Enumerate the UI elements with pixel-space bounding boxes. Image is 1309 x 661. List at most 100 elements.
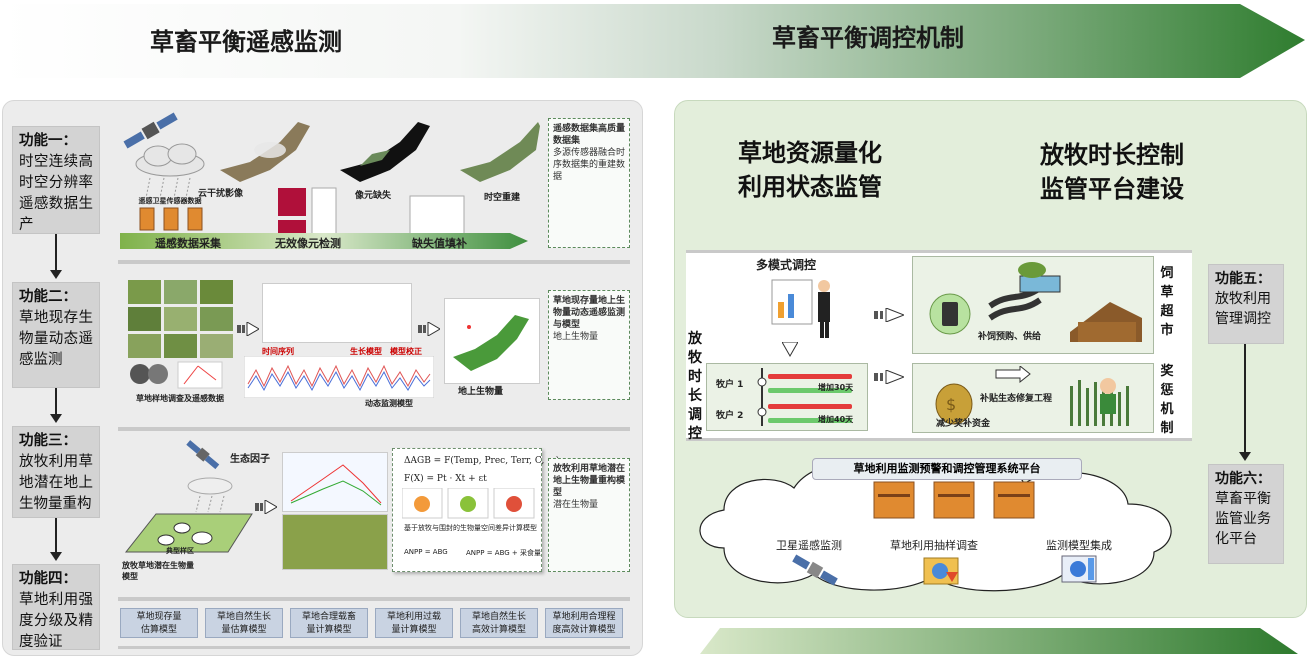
function-five-title: 功能五： <box>1215 271 1271 287</box>
down-arrow-icon <box>782 342 798 358</box>
time-series-chart <box>244 356 434 398</box>
flow-arrow-line <box>55 388 57 416</box>
function-five-box: 功能五： 放牧利用管理调控 <box>1208 264 1284 344</box>
row3-illustration <box>124 440 253 553</box>
region-label: 典型样区 <box>166 547 194 555</box>
presenter-icon <box>771 279 830 338</box>
tag-time-series: 时间序列 <box>262 347 294 356</box>
row2-output-title: 草地现存量地上生物量动态遥感监测与模型 <box>553 296 626 330</box>
equation-note: 基于放牧与围封的生物量空间差异计算模型 <box>404 524 537 532</box>
eco-factor-label: 生态因子 <box>230 454 270 465</box>
biomass-map <box>444 298 540 384</box>
reward-label: 减少奖补资金 <box>936 419 991 429</box>
platform-item-satellite: 卫星遥感监测 <box>776 539 842 552</box>
equation-thumbnails <box>402 488 535 519</box>
platform-title: 草地利用监测预警和调控管理系统平台 <box>812 458 1082 480</box>
right-arrow-icon <box>874 370 904 384</box>
platform-item-models: 监测模型集成 <box>1046 539 1112 552</box>
curve-label: 动态监测模型 <box>365 399 413 408</box>
model-box: 草地自然生长 量估算模型 <box>205 608 283 638</box>
title-resource-monitor: 草地资源量化 利用状态监管 <box>738 139 882 201</box>
folder-globe-icon <box>923 557 959 585</box>
sample-thumbnails <box>130 361 223 389</box>
right-arrow-icon <box>255 500 277 514</box>
grazing-time-label: 放牧时长调控 <box>688 331 702 442</box>
function-two-box: 功能二： 草地现存生物量动态遥感监测 <box>12 282 100 388</box>
photo-label: 草地样地调查及遥感数据 <box>136 394 224 403</box>
equation-2: F(X) = Pt · Xt + εt <box>404 474 487 484</box>
step-fill: 缺失值填补 <box>412 237 467 250</box>
platform-item-survey: 草地利用抽样调查 <box>890 539 978 552</box>
flow-arrow-line <box>55 518 57 554</box>
bottom-green-arrow <box>700 628 1298 654</box>
row2-output-box: 草地现存量地上生物量动态遥感监测与模型 地上生物量 <box>548 290 630 400</box>
row-separator <box>118 427 630 431</box>
right-arrow-icon <box>237 322 259 336</box>
function-four-title: 功能四： <box>19 571 77 587</box>
satellite-icon <box>123 112 178 149</box>
herd1-label: 牧户 1 <box>716 380 744 390</box>
equation-1: ΔAGB = F(Temp, Prec, Terr, C, ···) <box>404 456 560 466</box>
model-box: 草地现存量 估算模型 <box>120 608 198 638</box>
function-three-title: 功能三： <box>19 433 77 449</box>
function-four-box: 功能四： 草地利用强度分级及精度验证 <box>12 564 100 650</box>
response-curve-chart <box>282 452 388 512</box>
reward-sub: 补贴生态修复工程 <box>980 394 1053 404</box>
row-separator <box>118 646 630 649</box>
region-map-gaps <box>340 122 430 182</box>
row-separator <box>686 438 1192 441</box>
svg-text:$: $ <box>946 395 956 414</box>
platform-servers <box>873 481 1035 519</box>
row2-output-item: 地上生物量 <box>553 332 599 342</box>
herd2-note: 增加40天 <box>818 415 854 424</box>
satellite-icon <box>792 554 838 586</box>
herd-bars <box>757 368 852 426</box>
function-two-title: 功能二： <box>19 289 77 305</box>
function-one-body: 时空连续高时空分辨率遥感数据生产 <box>19 154 93 233</box>
model-box: 草地合理载畜 量计算模型 <box>290 608 368 638</box>
flow-arrow-line <box>1244 344 1246 454</box>
model-box: 草地自然生长 高效计算模型 <box>460 608 538 638</box>
market-label: 补饲预购、供给 <box>978 332 1042 342</box>
row1-output-box: 遥感数据集高质量数据集 多源传感器融合时序数据集的重建数据 <box>548 118 630 248</box>
gap-label: 像元缺失 <box>355 191 392 201</box>
function-three-box: 功能三： 放牧利用草地潜在地上生物量重构 <box>12 426 100 518</box>
banner-title-left: 草畜平衡遥感监测 <box>150 28 342 56</box>
flow-arrow-head <box>1239 452 1251 461</box>
reward-mechanism-label: 奖惩机制 <box>1160 364 1174 436</box>
function-six-body: 草畜平衡监管业务化平台 <box>1215 491 1271 547</box>
clear-label: 时空重建 <box>484 193 521 203</box>
histogram-thumbnail <box>311 187 337 239</box>
flow-arrow-head <box>50 552 62 561</box>
title-grazing-platform: 放牧时长控制 监管平台建设 <box>1040 141 1184 203</box>
cloud-icon <box>187 477 233 495</box>
platform-cloud <box>699 459 1172 592</box>
region-map-cloudy <box>220 122 310 182</box>
satellite-icon <box>186 440 220 470</box>
market-illustration <box>929 262 1142 342</box>
model-monitor-icon <box>1061 555 1097 583</box>
row3-output-box: 放牧利用草地潜在地上生物量重构模型 潜在生物量 <box>548 458 630 572</box>
function-five-body: 放牧利用管理调控 <box>1215 291 1271 327</box>
cloud-image-label: 云干扰影像 <box>198 189 244 199</box>
banner-title-right: 草畜平衡调控机制 <box>772 24 964 52</box>
function-three-body: 放牧利用草地潜在地上生物量重构 <box>19 454 93 512</box>
row-separator <box>118 260 630 264</box>
model-box: 草地利用过载 量计算模型 <box>375 608 453 638</box>
model-box: 草地利用合理程 度高效计算模型 <box>545 608 623 638</box>
function-two-body: 草地现存生物量动态遥感监测 <box>19 310 93 368</box>
row1-output-item: 多源传感器融合时序数据集的重建数据 <box>553 148 626 182</box>
reward-illustration: $ <box>935 366 1129 426</box>
raster-thumbnail <box>278 188 306 216</box>
function-six-title: 功能六： <box>1215 471 1271 487</box>
right-arrow-icon <box>874 308 904 322</box>
tag-growth: 生长模型 <box>350 347 382 356</box>
row3-output-item: 潜在生物量 <box>553 500 599 510</box>
tag-calibrate: 模型校正 <box>390 347 422 356</box>
row-separator <box>686 250 1192 253</box>
server-icons <box>139 207 203 231</box>
row1-output-title: 遥感数据集高质量数据集 <box>553 124 626 146</box>
flow-arrow-head <box>50 414 62 423</box>
output-right: ANPP = ABG + 采食量 <box>466 549 541 557</box>
herd1-note: 增加30天 <box>818 383 854 392</box>
